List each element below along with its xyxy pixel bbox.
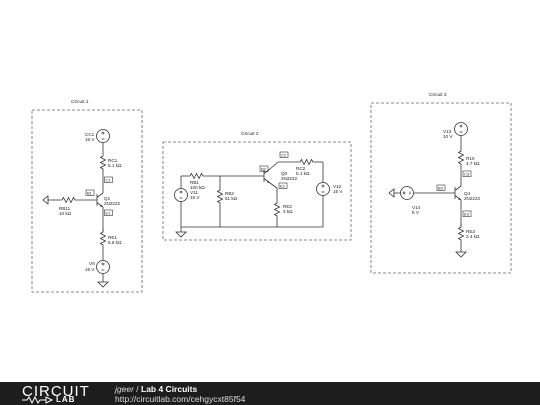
node-c1[interactable] [104,176,113,183]
node-e2[interactable] [278,182,288,189]
re3-value: 2.4 kΩ [466,234,480,239]
circuit-3-frame [370,102,512,274]
re2-value: 3 kΩ [283,209,293,214]
v13-source-icon[interactable] [454,122,468,136]
v11-value: 15 V [190,195,200,200]
rb2-resistor-icon[interactable] [217,186,223,207]
rb11-value: 10 kΩ [59,211,72,216]
re3-resistor-icon[interactable] [458,223,464,244]
v9-name: V9 [89,261,95,266]
re2-name: RE2 [283,204,292,209]
q0-part: 2N2222 [281,176,298,181]
node-e2-label: E2 [280,184,286,189]
node-b2-label: B2 [261,167,267,172]
circuit-url-link[interactable]: http://circuitlab.com/cehgycxt85f54 [115,394,246,404]
node-b1-label: B1 [87,191,93,196]
rc2-value: 5.1 kΩ [296,171,310,176]
v13-value: 10 V [443,134,453,139]
circuit-1: Circuit 1 CC1 15 V RC1 5.1 kΩ C1 Q1 2N22… [31,99,143,293]
r10-resistor-icon[interactable] [458,147,464,168]
v12-name: V12 [333,184,342,189]
circuitlab-logo-icon [22,396,54,404]
rb1-name: RB1 [190,180,199,185]
circuit-2-title: Circuit 2 [241,131,259,137]
v9-value: 15 V [85,267,95,272]
rb11-resistor-icon[interactable] [58,197,79,203]
v13-name: V13 [443,129,452,134]
rb2-name: RB2 [225,191,234,196]
q0-name: Q0 [281,171,288,176]
q4-part: 2N2222 [464,196,481,201]
node-c2-label: C2 [281,153,287,158]
rc1-name: RC1 [108,158,118,163]
re1-name: RE1 [108,235,117,240]
v14-value: 5 V [412,210,420,215]
cc1-value: 15 V [85,137,95,142]
cc1-source-icon[interactable] [96,129,110,143]
q1-name: Q1 [104,196,111,201]
node-e1-label: E1 [106,211,112,216]
node-b3-label: B3 [438,186,444,191]
circuit-3: Circuit 3 V13 10 V R10 4.7 kΩ C3 Q4 2N22… [370,92,512,274]
rc2-resistor-icon[interactable] [296,159,317,165]
node-b3[interactable] [436,184,446,191]
rc2-name: RC2 [296,166,306,171]
circuit-3-ground-icon [455,251,467,258]
v14-ground-icon [388,188,395,198]
rb2-value: 51 kΩ [225,196,238,201]
circuit-2-frame [162,141,352,241]
schematic-canvas: Circuit 1 CC1 15 V RC1 5.1 kΩ C1 Q1 2N22… [31,92,512,293]
v11-source-icon[interactable] [174,188,188,202]
rb1-resistor-icon[interactable] [186,173,207,179]
circuit-1-title: Circuit 1 [71,99,89,105]
node-c3[interactable] [462,170,472,177]
rb11-ground-icon [42,195,49,205]
circuitlab-logo-text[interactable]: CIRCUIT [22,383,90,400]
node-e3[interactable] [462,210,472,217]
v11-name: V11 [190,190,198,195]
v12-value: 15 V [333,189,343,194]
circuit-1-frame [31,109,143,293]
footer-bar: CIRCUIT LAB jgeer / Lab 4 Circuits http:… [0,382,540,405]
v9-ground-icon [97,281,109,288]
circuitlab-logo-lab: LAB [56,395,76,404]
v14-source-icon[interactable] [400,186,414,200]
node-c1-label: C1 [106,178,112,183]
q4-transistor-icon[interactable] [454,185,462,201]
v14-name: V14 [412,205,421,210]
q1-transistor-icon[interactable] [96,192,104,208]
circuit-title[interactable]: Lab 4 Circuits [141,384,198,394]
rb1-value: 100 kΩ [190,185,205,190]
q1-part: 2N2222 [104,201,121,206]
circuit-2: Circuit 2 V11 15 V RB1 100 kΩ RB2 51 kΩ … [162,131,352,241]
node-b1[interactable] [85,189,95,196]
node-e1[interactable] [104,209,113,216]
v9-source-icon[interactable] [96,260,110,274]
r10-value: 4.7 kΩ [466,161,480,166]
q4-name: Q4 [464,191,471,196]
v12-source-icon[interactable] [316,182,330,196]
r10-name: R10 [466,156,475,161]
node-c3-label: C3 [464,172,470,177]
circuit-2-ground-icon [175,231,187,238]
re3-name: RE3 [466,229,475,234]
circuit-3-title: Circuit 3 [429,92,447,98]
re1-value: 6.8 kΩ [108,240,122,245]
footer-title-line: jgeer / Lab 4 Circuits [115,384,197,394]
cc1-name: CC1 [85,132,95,137]
re2-resistor-icon[interactable] [274,199,280,220]
title-separator: / [133,384,141,394]
re1-resistor-icon[interactable] [100,228,106,249]
author-link[interactable]: jgeer [115,384,134,394]
node-e3-label: E3 [464,212,470,217]
rc1-resistor-icon[interactable] [100,152,106,173]
rc1-value: 5.1 kΩ [108,163,122,168]
rb11-name: RB11 [59,206,71,211]
node-c2[interactable] [279,151,289,158]
